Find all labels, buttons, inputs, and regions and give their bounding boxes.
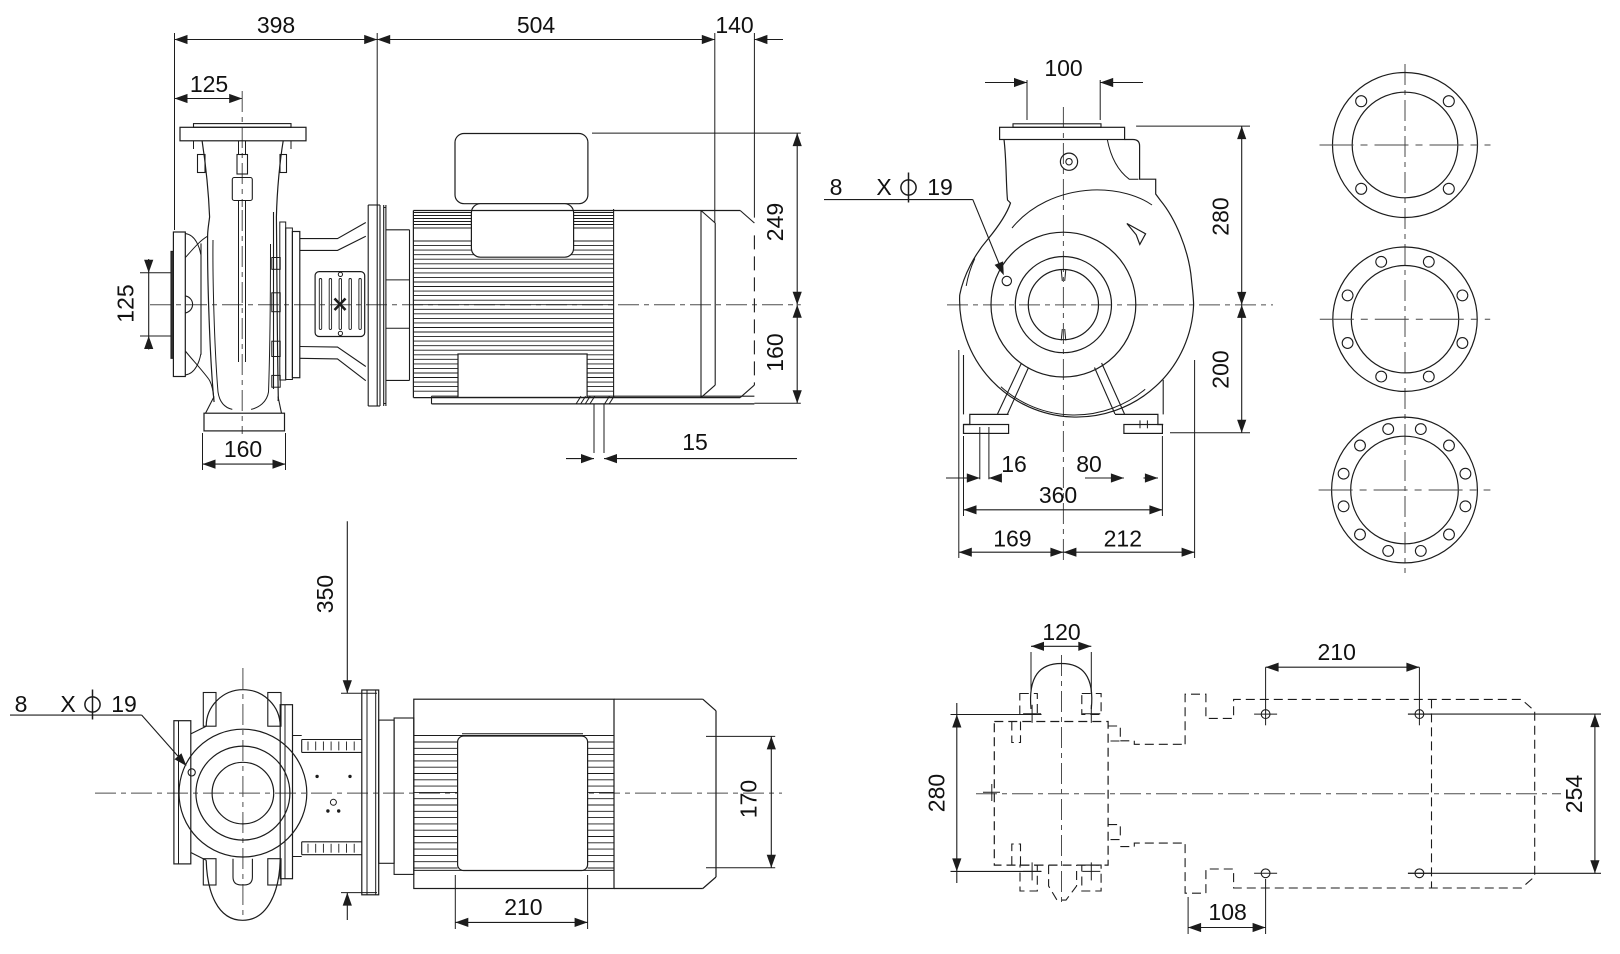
svg-text:170: 170 bbox=[736, 780, 762, 818]
svg-text:212: 212 bbox=[1104, 526, 1142, 552]
svg-text:254: 254 bbox=[1561, 775, 1587, 814]
svg-text:169: 169 bbox=[993, 526, 1031, 552]
svg-text:16: 16 bbox=[1001, 451, 1027, 477]
svg-text:200: 200 bbox=[1208, 350, 1234, 388]
svg-text:280: 280 bbox=[924, 774, 950, 812]
svg-text:350: 350 bbox=[312, 575, 338, 613]
svg-text:280: 280 bbox=[1208, 197, 1234, 235]
svg-text:125: 125 bbox=[190, 71, 228, 97]
svg-text:125: 125 bbox=[113, 284, 139, 322]
svg-text:15: 15 bbox=[682, 429, 708, 455]
svg-text:398: 398 bbox=[257, 12, 295, 38]
svg-text:160: 160 bbox=[224, 436, 262, 462]
svg-text:X: X bbox=[60, 691, 75, 717]
svg-text:8: 8 bbox=[830, 174, 843, 200]
svg-text:8: 8 bbox=[15, 691, 28, 717]
svg-text:19: 19 bbox=[111, 691, 137, 717]
svg-text:108: 108 bbox=[1208, 899, 1246, 925]
svg-text:360: 360 bbox=[1039, 482, 1077, 508]
svg-text:19: 19 bbox=[927, 174, 953, 200]
svg-text:160: 160 bbox=[762, 333, 788, 371]
svg-text:504: 504 bbox=[517, 12, 556, 38]
svg-text:210: 210 bbox=[504, 894, 542, 920]
svg-text:120: 120 bbox=[1042, 619, 1080, 645]
svg-text:210: 210 bbox=[1318, 639, 1356, 665]
svg-text:140: 140 bbox=[715, 12, 753, 38]
svg-text:X: X bbox=[876, 174, 891, 200]
svg-text:80: 80 bbox=[1076, 451, 1102, 477]
svg-text:100: 100 bbox=[1044, 55, 1082, 81]
svg-text:249: 249 bbox=[762, 203, 788, 241]
